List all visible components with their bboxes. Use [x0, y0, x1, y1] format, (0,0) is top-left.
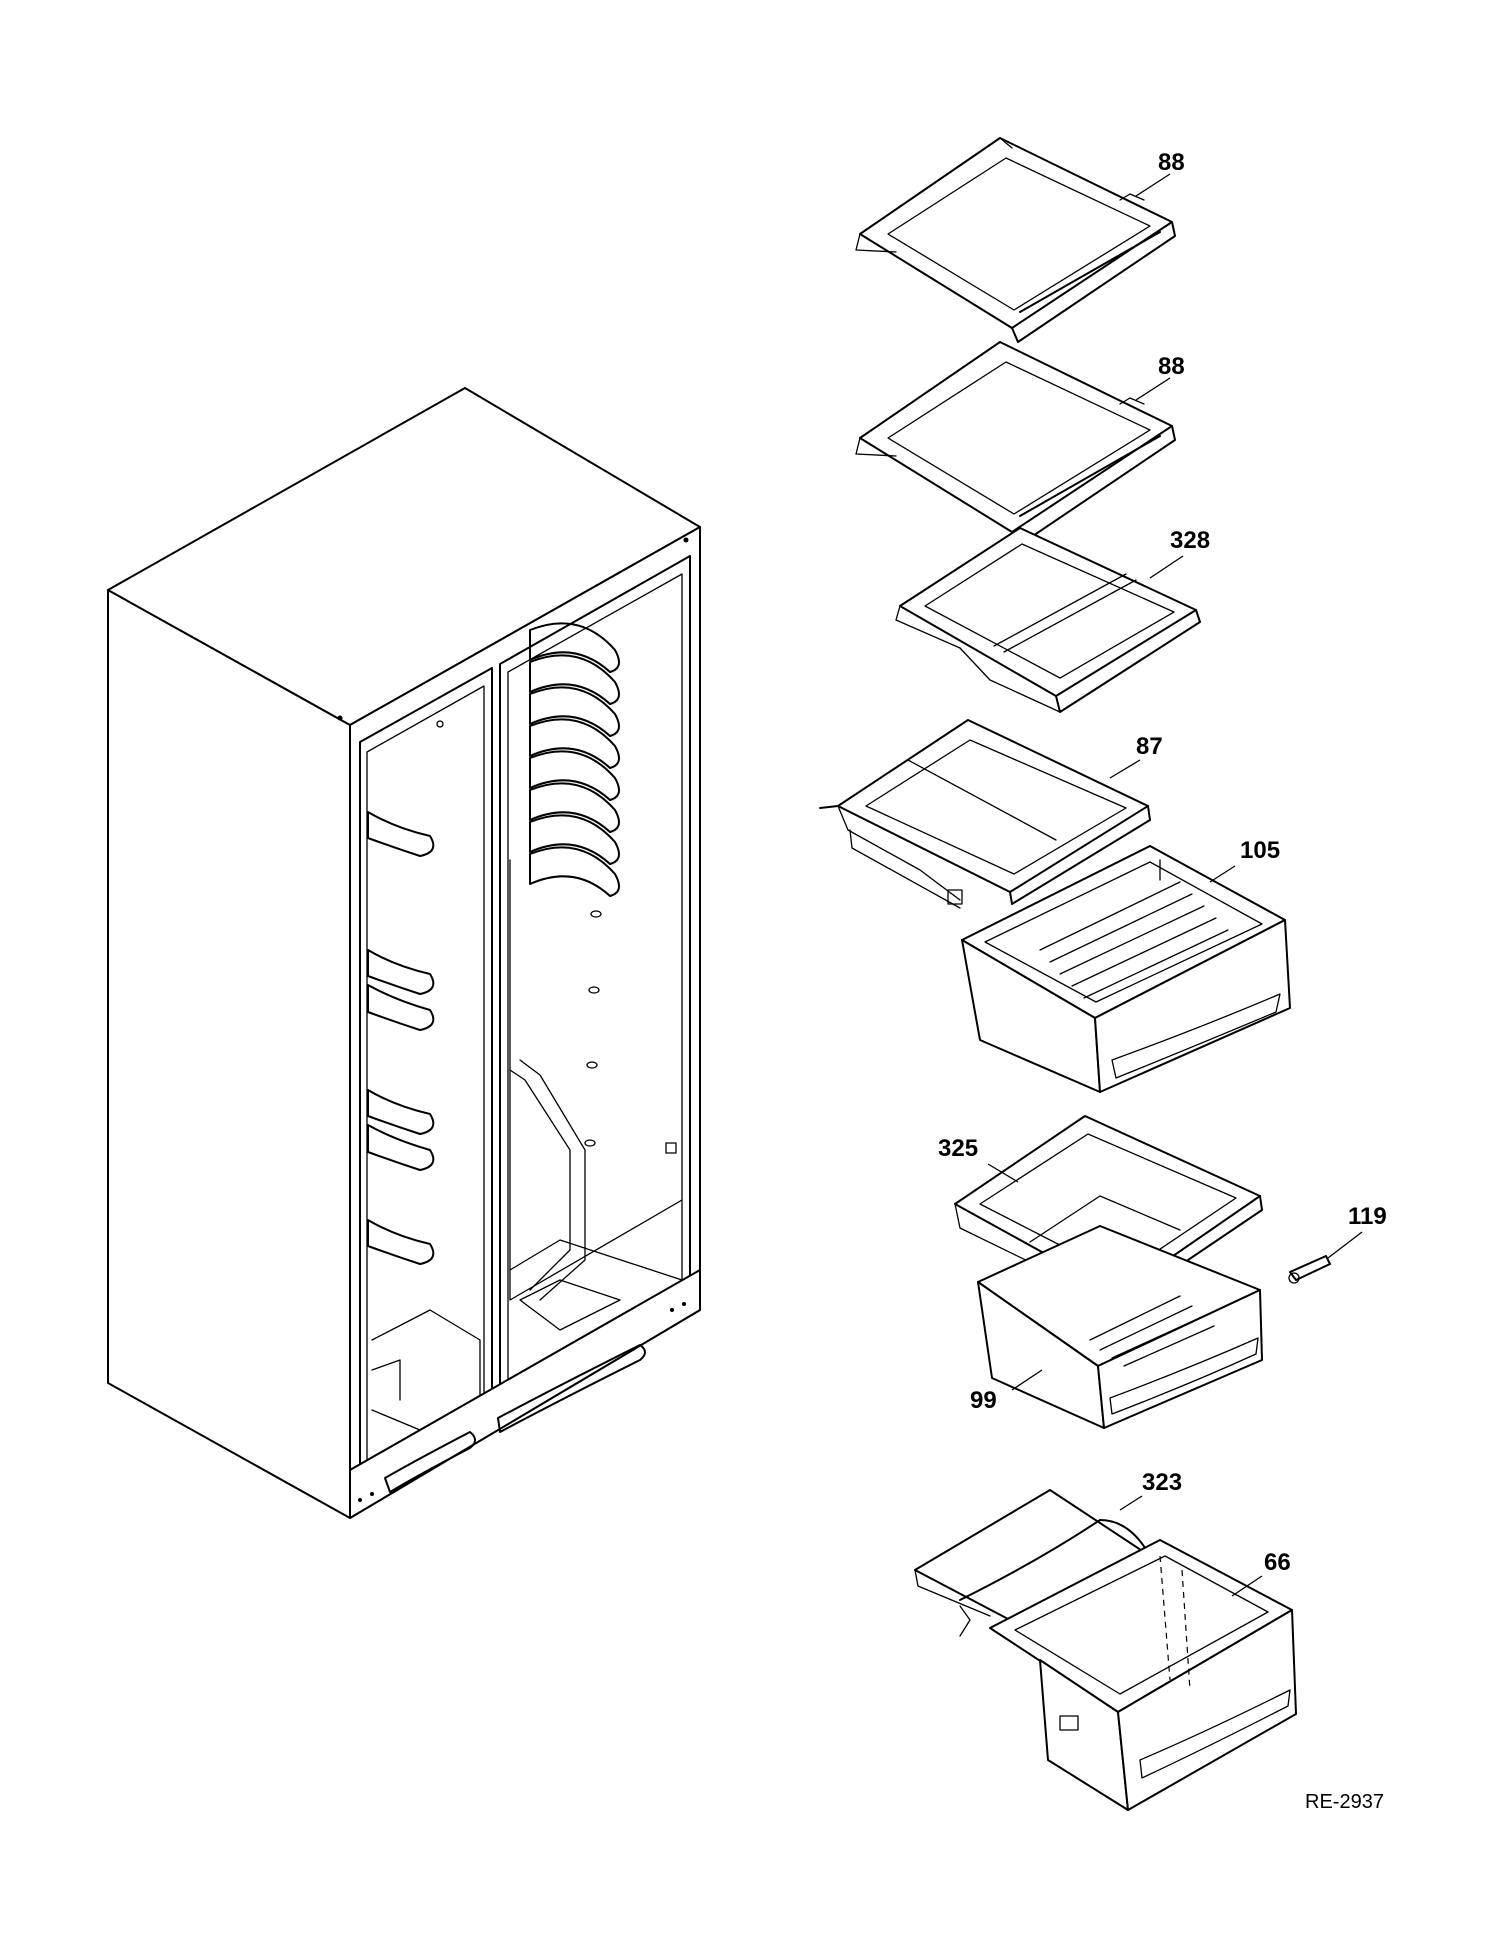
callout-328: 328 — [1170, 527, 1210, 554]
callout-323: 323 — [1142, 1469, 1182, 1496]
callout-66: 66 — [1264, 1549, 1291, 1576]
split-shelf-328 — [895, 527, 1201, 713]
callout-119: 119 — [1348, 1203, 1387, 1230]
crisper-drawer-105 — [961, 845, 1291, 1093]
callout-88-second: 88 — [1158, 353, 1185, 380]
callout-88-top: 88 — [1158, 149, 1185, 176]
glass-shelf-88-second — [855, 341, 1176, 547]
slide-pin-119 — [1288, 1255, 1331, 1284]
callout-105: 105 — [1240, 837, 1280, 864]
callout-labels: 88 88 328 87 105 325 119 99 323 66 RE-29… — [938, 149, 1387, 1813]
reference-code: RE-2937 — [1305, 1791, 1384, 1813]
snack-drawer-99 — [977, 1225, 1263, 1429]
refrigerator-cabinet — [107, 387, 701, 1519]
glass-shelf-88-top — [855, 137, 1176, 343]
drawer-cover-323 — [914, 1489, 1151, 1637]
shelf-support-ribs — [529, 622, 620, 897]
crisper-cover-frame-87 — [819, 719, 1151, 909]
freezer-shelf-rails — [367, 811, 435, 1265]
callout-325: 325 — [938, 1135, 978, 1162]
bottom-drawer-66 — [989, 1539, 1297, 1811]
callout-99: 99 — [970, 1387, 997, 1414]
callout-87: 87 — [1136, 733, 1163, 760]
callout-leaders — [987, 173, 1363, 1597]
